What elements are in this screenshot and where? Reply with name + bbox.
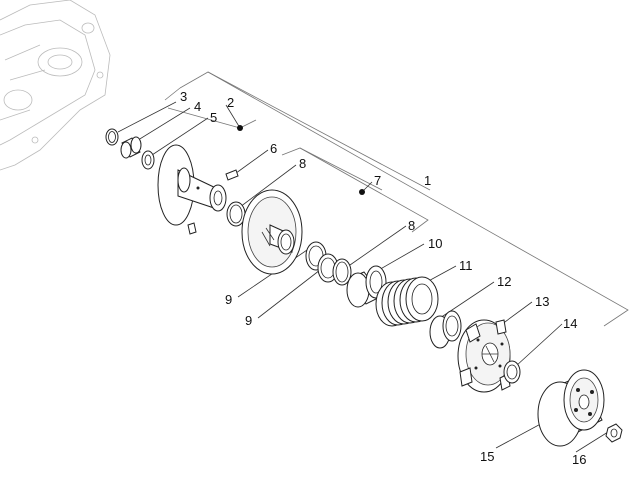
o-ring-part	[226, 201, 246, 227]
assembly-brackets	[164, 71, 629, 327]
reference-dot	[359, 189, 365, 195]
fixed-driven-half-part	[241, 189, 303, 275]
slider-part	[187, 222, 197, 235]
callout-6: 6	[270, 141, 277, 156]
callout-13: 13	[535, 294, 549, 309]
callout-12: 12	[497, 274, 511, 289]
engine-housing-ghost	[0, 0, 111, 171]
callout-16: 16	[572, 452, 586, 467]
callout-5: 5	[210, 110, 217, 125]
bearing-part	[141, 150, 155, 170]
collar-part	[346, 265, 387, 308]
callout-2: 2	[227, 95, 234, 110]
callout-15: 15	[480, 449, 494, 464]
circlip-part	[105, 128, 119, 146]
callout-3: 3	[180, 89, 187, 104]
pin-part	[225, 169, 239, 181]
clutch-bell-part	[537, 369, 605, 447]
callout-1: 1	[424, 173, 431, 188]
callout-4: 4	[194, 99, 201, 114]
callout-10: 10	[428, 236, 442, 251]
washer-part	[503, 360, 521, 384]
clutch-assembly-part	[457, 319, 511, 393]
callout-7: 7	[374, 173, 381, 188]
callout-8-lower: 8	[408, 218, 415, 233]
spring-cup-part	[429, 310, 462, 349]
reference-dot	[237, 125, 243, 131]
callout-9-upper: 9	[225, 292, 232, 307]
movable-drive-half-part	[157, 144, 227, 226]
callout-9-lower: 9	[245, 313, 252, 328]
spring-part	[375, 276, 439, 327]
callout-8-upper: 8	[299, 156, 306, 171]
callout-11: 11	[459, 258, 473, 273]
callout-14: 14	[563, 316, 577, 331]
callout-labels: 1 2 3 4 5 6 7 8 8 9 9 10 11 12 13 14 15 …	[180, 89, 586, 467]
o-ring-part	[332, 258, 352, 286]
nut-part	[605, 423, 623, 443]
bushing-part	[120, 136, 142, 159]
